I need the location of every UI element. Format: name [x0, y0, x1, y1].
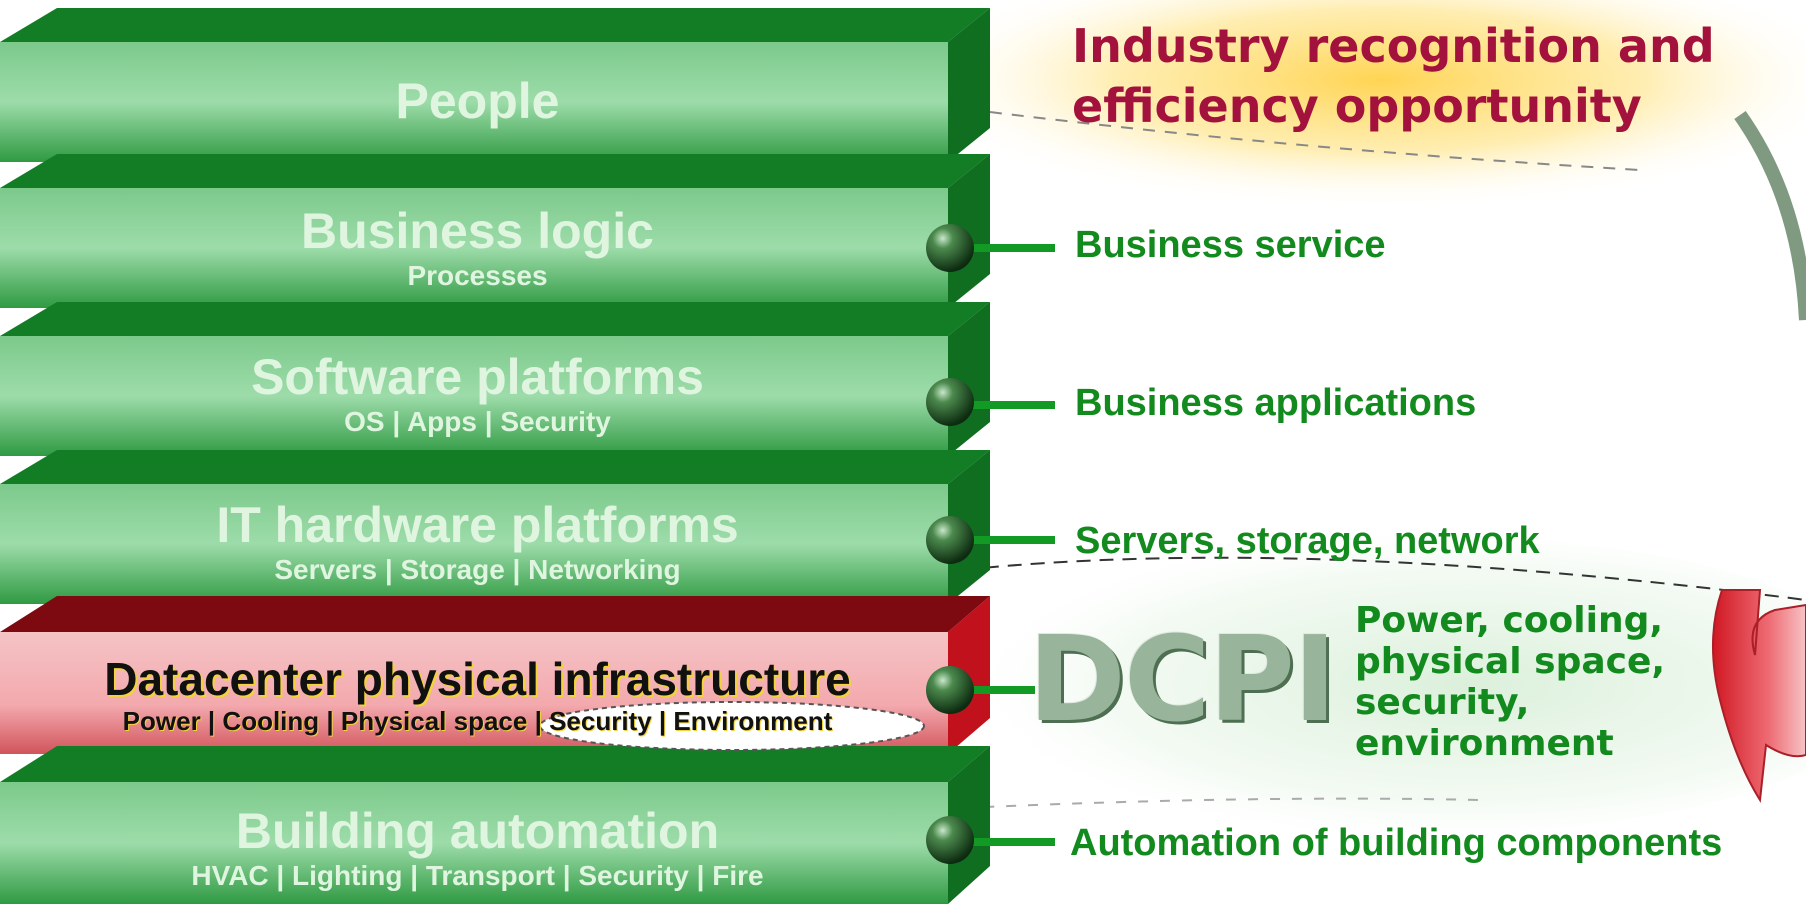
- connector-ball-icon: [926, 666, 974, 714]
- security-environment-highlight: [539, 701, 925, 751]
- connector-ball-icon: [926, 224, 974, 272]
- layer-people: People: [0, 76, 955, 126]
- layer-face-4: [0, 484, 948, 604]
- red-arrow: [1711, 589, 1806, 803]
- headline-glow: [900, 0, 1806, 210]
- layer-face-2: [0, 188, 948, 308]
- layer-subtitle: OS | Apps | Security: [344, 406, 611, 437]
- layer-face-6: [0, 782, 948, 904]
- dcpi-acronym: DCPI: [1028, 610, 1337, 748]
- headline-line-2: efficiency opportunity: [1072, 79, 1642, 133]
- connector-ball-icon: [926, 816, 974, 864]
- layer-software-platforms: Software platforms OS | Apps | Security: [0, 352, 955, 436]
- layer-title: IT hardware platforms: [216, 497, 739, 553]
- layer-subtitle: HVAC | Lighting | Transport | Security |…: [191, 860, 764, 891]
- connector-ball-icon: [926, 378, 974, 426]
- label-business-applications: Business applications: [1075, 382, 1477, 424]
- dcpi-description-line: security,: [1355, 682, 1530, 723]
- layer-top-6: [0, 746, 990, 782]
- headline: Industry recognition and efficiency oppo…: [1072, 16, 1715, 136]
- dashed-curve-top: [989, 111, 1641, 171]
- layer-face-3: [0, 336, 948, 456]
- layer-top-1: [0, 8, 990, 42]
- layer-subtitle: Power | Cooling | Physical space | Secur…: [122, 706, 833, 736]
- dcpi-description-line: environment: [1355, 723, 1614, 764]
- layer-business-logic: Business logic Processes: [0, 206, 955, 290]
- layer-subtitle: Processes: [407, 260, 548, 291]
- dashed-curve-bottom: [961, 797, 1481, 809]
- dcpi-description-line: physical space,: [1355, 641, 1666, 682]
- connector-balls: [926, 224, 974, 864]
- layer-top-5: [0, 596, 990, 632]
- layer-title: Datacenter physical infrastructure: [104, 653, 851, 705]
- layer-it-hardware-platforms: IT hardware platforms Servers | Storage …: [0, 500, 955, 584]
- connector-ball-icon: [926, 516, 974, 564]
- label-business-service: Business service: [1075, 224, 1386, 266]
- dcpi-description-line: Power, cooling,: [1355, 600, 1664, 641]
- layer-side-1: [948, 8, 990, 162]
- dcpi-description: Power, cooling, physical space, security…: [1355, 600, 1665, 764]
- dashed-curve-middle: [961, 556, 1806, 601]
- layer-side-6: [948, 746, 990, 904]
- dcpi-halo: [950, 535, 1806, 835]
- headline-line-1: Industry recognition and: [1072, 19, 1715, 73]
- curved-arrow-gray: [1734, 110, 1806, 321]
- layer-subtitle: Servers | Storage | Networking: [274, 554, 681, 585]
- layer-side-5: [948, 596, 990, 754]
- layer-title: Building automation: [235, 803, 720, 859]
- layer-blocks: [0, 8, 990, 904]
- layer-datacenter-physical-infrastructure: Datacenter physical infrastructure Power…: [0, 656, 955, 734]
- layer-top-3: [0, 302, 990, 336]
- layer-face-1: [0, 42, 948, 162]
- layer-top-2: [0, 154, 990, 188]
- layer-top-4: [0, 450, 990, 484]
- layer-title: Business logic: [301, 203, 654, 259]
- layer-building-automation: Building automation HVAC | Lighting | Tr…: [0, 806, 955, 890]
- layer-title: Software platforms: [251, 349, 704, 405]
- label-servers-storage-network: Servers, storage, network: [1075, 520, 1540, 562]
- layer-title: People: [395, 73, 560, 129]
- label-building-automation: Automation of building components: [1070, 822, 1723, 864]
